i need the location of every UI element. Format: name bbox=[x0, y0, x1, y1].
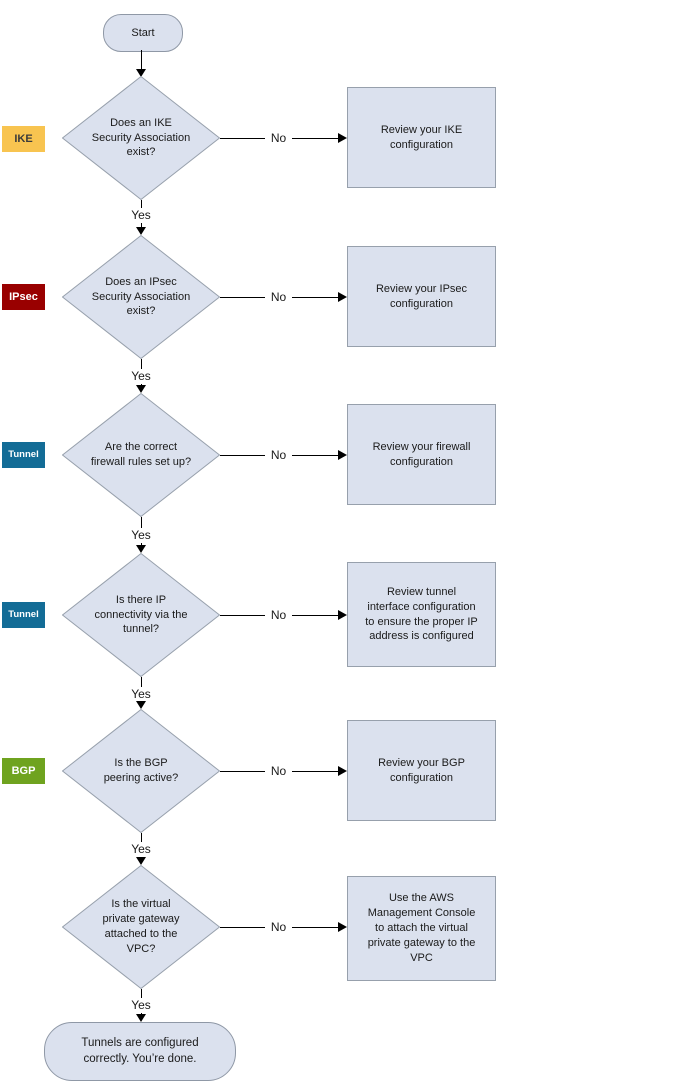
tag-tunnel-1: Tunnel bbox=[2, 442, 45, 468]
arrowhead-right-icon bbox=[338, 766, 347, 776]
arrowhead-right-icon bbox=[338, 610, 347, 620]
yes-label: Yes bbox=[125, 998, 157, 1013]
arrowhead-down-icon bbox=[136, 701, 146, 709]
arrowhead-down-icon bbox=[136, 385, 146, 393]
yes-label: Yes bbox=[125, 687, 157, 702]
yes-label: Yes bbox=[125, 528, 157, 543]
no-label: No bbox=[265, 447, 292, 463]
decision-ike-sa bbox=[62, 76, 220, 200]
action-review-firewall: Review your firewall configuration bbox=[347, 404, 496, 505]
action-review-tunnel-interface: Review tunnel interface configuration to… bbox=[347, 562, 496, 667]
tag-bgp: BGP bbox=[2, 758, 45, 784]
action-review-ike: Review your IKE configuration bbox=[347, 87, 496, 188]
yes-label: Yes bbox=[125, 842, 157, 857]
action-attach-vgw: Use the AWS Management Console to attach… bbox=[347, 876, 496, 981]
yes-label: Yes bbox=[125, 369, 157, 384]
start-node: Start bbox=[103, 14, 183, 52]
decision-ip-connectivity bbox=[62, 553, 220, 677]
arrowhead-right-icon bbox=[338, 133, 347, 143]
tag-ike: IKE bbox=[2, 126, 45, 152]
no-label: No bbox=[265, 289, 292, 305]
arrowhead-right-icon bbox=[338, 450, 347, 460]
no-label: No bbox=[265, 763, 292, 779]
arrowhead-down-icon bbox=[136, 227, 146, 235]
arrowhead-down-icon bbox=[136, 545, 146, 553]
decision-firewall-rules bbox=[62, 393, 220, 517]
decision-bgp-peering bbox=[62, 709, 220, 833]
end-node: Tunnels are configured correctly. You’re… bbox=[44, 1022, 236, 1081]
tag-tunnel-2: Tunnel bbox=[2, 602, 45, 628]
arrowhead-right-icon bbox=[338, 292, 347, 302]
no-label: No bbox=[265, 607, 292, 623]
yes-label: Yes bbox=[125, 208, 157, 223]
arrowhead-right-icon bbox=[338, 922, 347, 932]
no-label: No bbox=[265, 919, 292, 935]
action-review-bgp: Review your BGP configuration bbox=[347, 720, 496, 821]
decision-ipsec-sa bbox=[62, 235, 220, 359]
tag-ipsec: IPsec bbox=[2, 284, 45, 310]
start-label: Start bbox=[131, 26, 155, 39]
end-label: Tunnels are configured correctly. You’re… bbox=[81, 1036, 199, 1065]
arrowhead-down-icon bbox=[136, 69, 146, 77]
no-label: No bbox=[265, 130, 292, 146]
connector-start-to-q1 bbox=[141, 50, 142, 69]
action-review-ipsec: Review your IPsec configuration bbox=[347, 246, 496, 347]
arrowhead-down-icon bbox=[136, 1014, 146, 1022]
arrowhead-down-icon bbox=[136, 857, 146, 865]
decision-vgw-attached bbox=[62, 865, 220, 989]
